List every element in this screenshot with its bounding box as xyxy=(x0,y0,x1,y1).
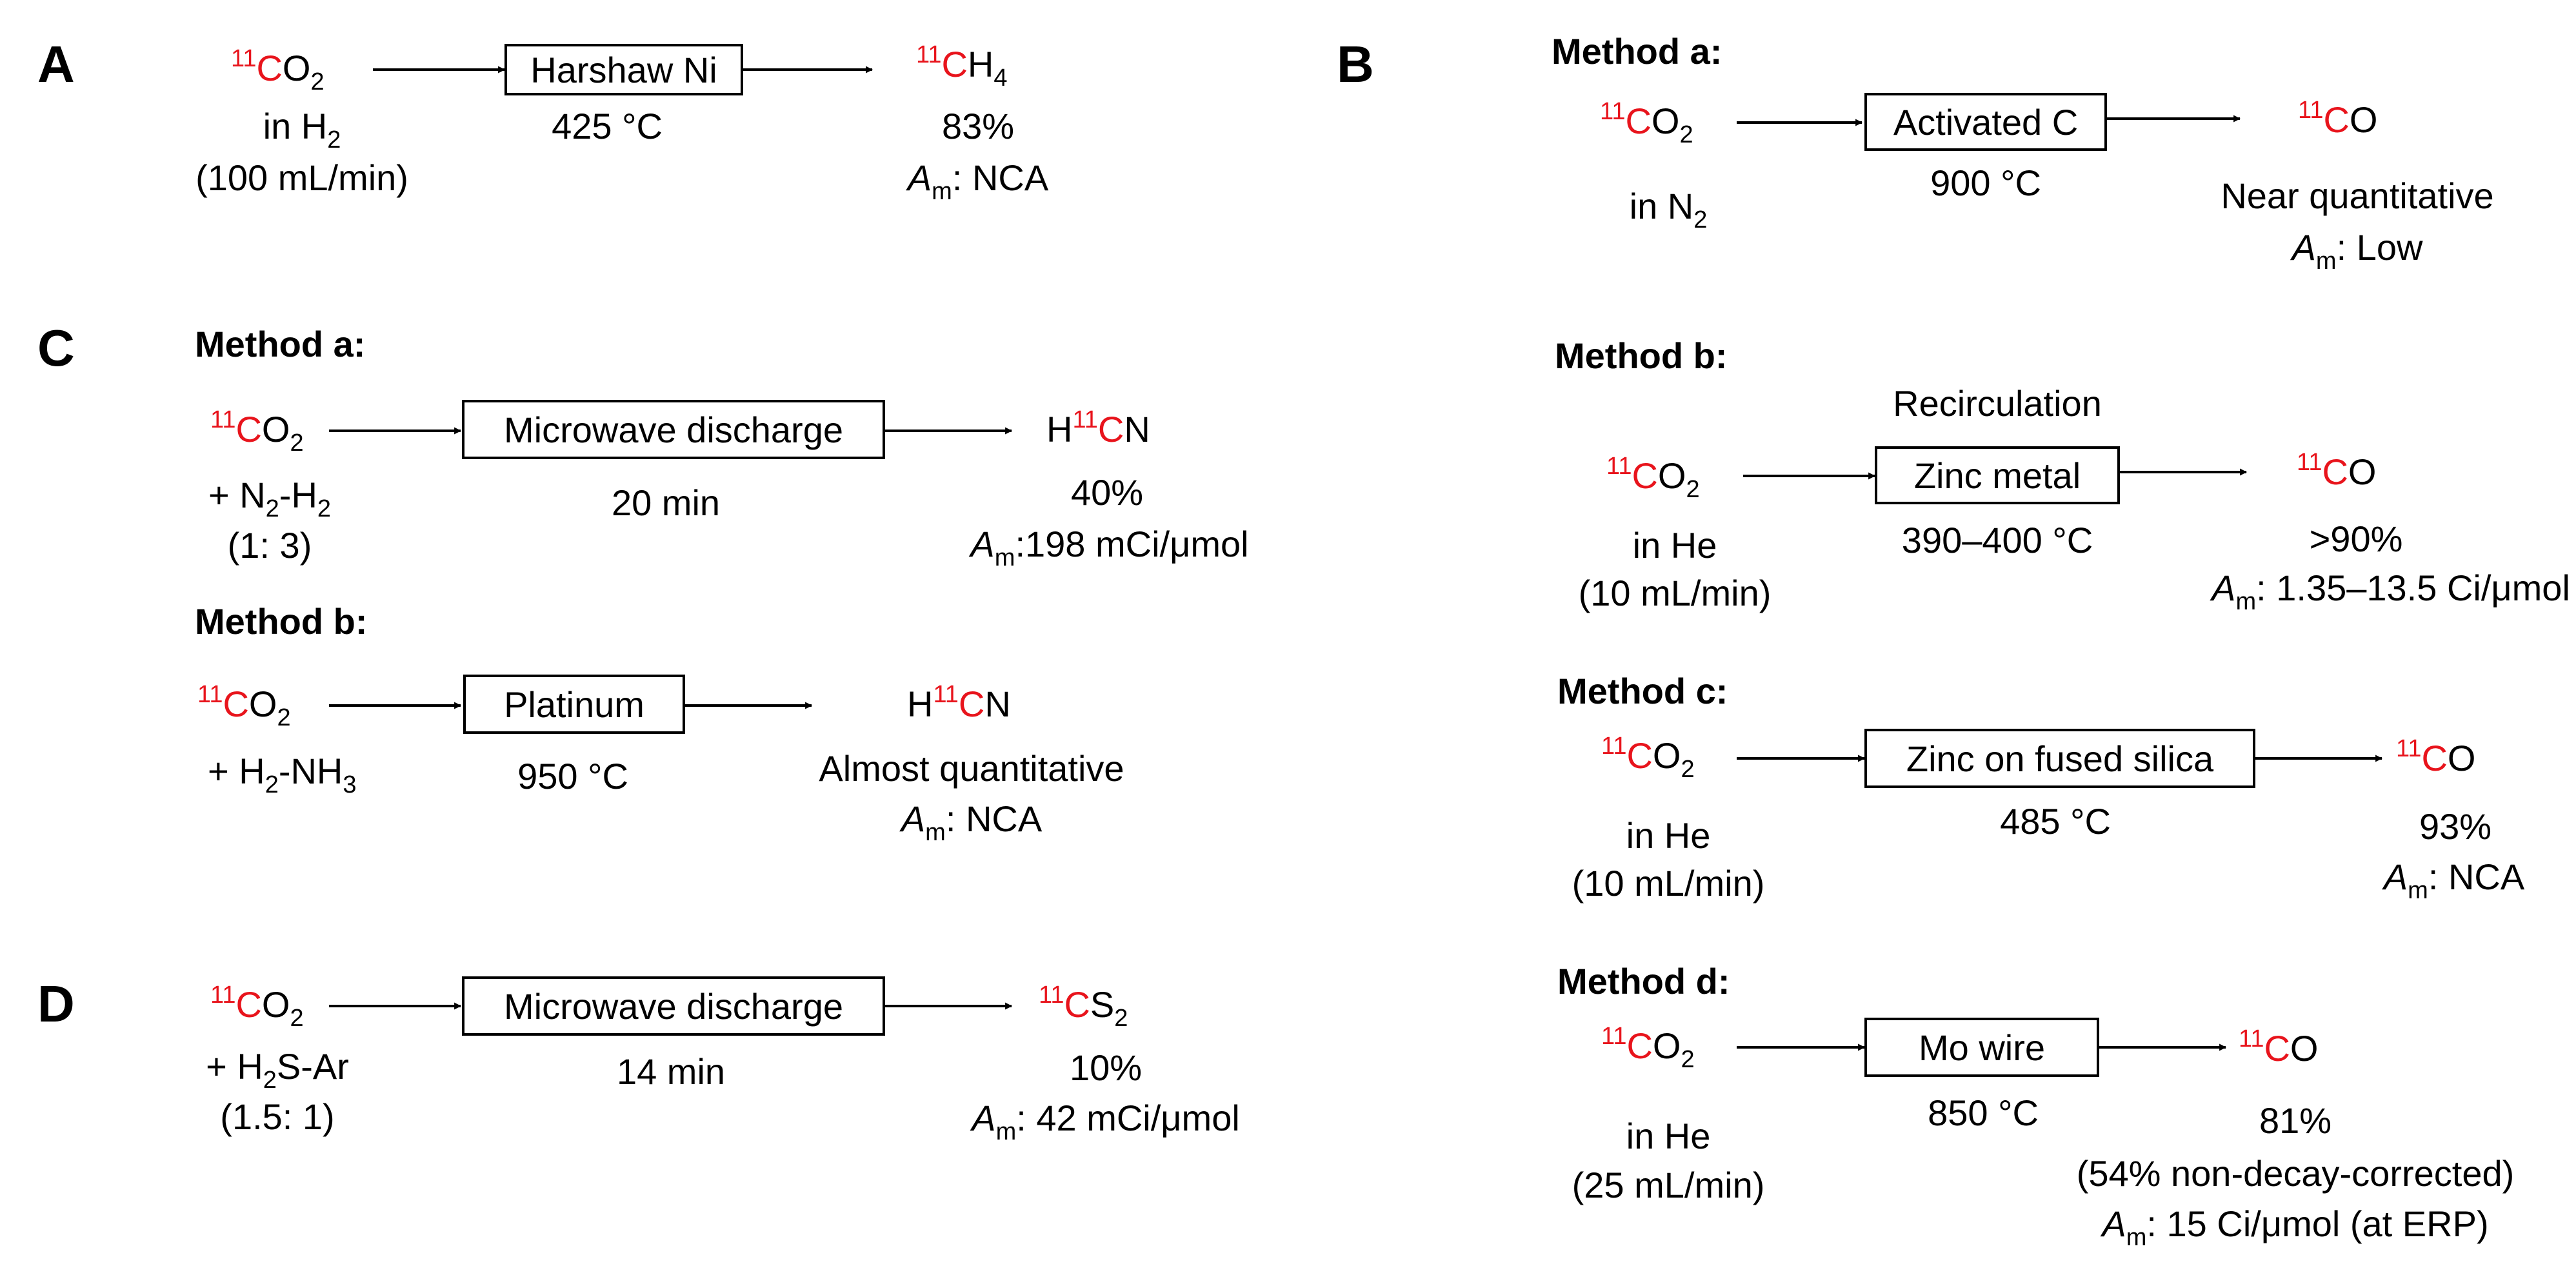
panel-c-method-a-reagent: + N2-H2 xyxy=(208,475,332,522)
panel-b-method-d-molar-activity: Am: 15 Ci/μmol (at ERP) xyxy=(2102,1203,2489,1251)
panel-b-method-b-molar-activity: Am: 1.35–13.5 Ci/μmol xyxy=(2212,568,2570,615)
panel-c-method-b-reagent: + H2-NH3 xyxy=(208,751,357,798)
panel-b-method-c-reagent: in He xyxy=(1626,815,1711,856)
panel-d-molar-activity: Am: 42 mCi/μmol xyxy=(972,1098,1240,1145)
panel-a-molar-activity: Am: NCA xyxy=(907,157,1049,205)
panel-a-flow: (100 mL/min) xyxy=(195,157,408,198)
panel-c-method-a-title: Method a: xyxy=(195,324,366,364)
panel-b-method-a-molar-activity: Am: Low xyxy=(2291,227,2423,275)
panel-b-method-b-reactant: 11CO2 xyxy=(1606,453,1700,503)
panel-d-ratio: (1.5: 1) xyxy=(220,1096,335,1137)
panel-b-method-d-title: Method d: xyxy=(1557,961,1730,1002)
panel-b-method-b-reagent: in He xyxy=(1632,525,1717,566)
panel-b-method-b-flow: (10 mL/min) xyxy=(1578,573,1772,613)
panel-b-method-c-product: 11CO xyxy=(2396,735,2476,778)
panel-b-method-b-box: Zinc metal xyxy=(1875,446,2120,504)
panel-c-method-a-box: Microwave discharge xyxy=(462,400,885,459)
panel-b-method-a-reactant: 11CO2 xyxy=(1600,98,1693,148)
panel-c-method-b-condition: 950 °C xyxy=(517,756,628,796)
panel-b-method-d-reactant: 11CO2 xyxy=(1601,1023,1695,1073)
panel-b-method-a-product: 11CO xyxy=(2298,97,2378,140)
panel-b-method-a-box: Activated C xyxy=(1864,93,2107,151)
panel-c-method-a-product: H11CN xyxy=(1046,406,1150,449)
panel-b-method-b-yield: >90% xyxy=(2309,518,2403,559)
panel-b-method-d-yield: 81% xyxy=(2259,1100,2332,1141)
panel-c-method-a-ratio: (1: 3) xyxy=(227,525,312,566)
panel-b-method-d-reagent: in He xyxy=(1626,1116,1711,1156)
panel-label-d: D xyxy=(37,975,75,1032)
panel-c-method-b-title: Method b: xyxy=(195,601,368,642)
panel-b-method-b-title: Method b: xyxy=(1555,335,1728,376)
panel-b-method-b-product: 11CO xyxy=(2297,449,2377,492)
panel-a-reactant: 11CO2 xyxy=(231,45,324,95)
panel-c-method-a-molar-activity: Am:198 mCi/μmol xyxy=(970,524,1249,571)
panel-c-method-a-condition: 20 min xyxy=(611,482,721,523)
panel-b-method-d-product: 11CO xyxy=(2239,1025,2319,1069)
panel-c-method-b-yield: Almost quantitative xyxy=(819,748,1124,789)
panel-b-method-a-yield: Near quantitative xyxy=(2221,175,2494,216)
panel-b-method-b-condition: 390–400 °C xyxy=(1901,520,2093,560)
panel-b-method-d-condition: 850 °C xyxy=(1928,1092,2039,1133)
panel-d-box: Microwave discharge xyxy=(462,976,885,1036)
panel-d-reactant: 11CO2 xyxy=(210,982,304,1032)
panel-label-b: B xyxy=(1337,35,1374,93)
panel-b-method-d-note: (54% non-decay-corrected) xyxy=(2076,1153,2515,1194)
panel-b-method-d-flow: (25 mL/min) xyxy=(1572,1165,1765,1205)
panel-b-method-a-reagent: in N2 xyxy=(1629,186,1708,233)
panel-a-catalyst-box: Harshaw Ni xyxy=(504,44,743,95)
panel-label-a: A xyxy=(37,35,75,93)
panel-d-reagent: + H2S-Ar xyxy=(206,1046,349,1094)
panel-c-method-b-reactant: 11CO2 xyxy=(197,681,291,731)
panel-b-method-b-recirculation: Recirculation xyxy=(1893,383,2102,424)
panel-b-method-c-box: Zinc on fused silica xyxy=(1864,729,2255,788)
panel-b-method-c-reactant: 11CO2 xyxy=(1601,733,1695,783)
panel-b-method-d-box: Mo wire xyxy=(1864,1018,2099,1077)
panel-c-method-b-molar-activity: Am: NCA xyxy=(901,798,1043,846)
panel-b-method-a-title: Method a: xyxy=(1552,31,1722,72)
panel-c-method-a-reactant: 11CO2 xyxy=(210,406,304,457)
panel-a-product: 11CH4 xyxy=(916,41,1008,92)
panel-b-method-c-title: Method c: xyxy=(1557,671,1728,711)
panel-d-product: 11CS2 xyxy=(1039,982,1128,1032)
panel-c-method-a-yield: 40% xyxy=(1070,472,1144,513)
panel-c-method-b-box: Platinum xyxy=(463,675,685,734)
panel-d-condition: 14 min xyxy=(616,1051,726,1092)
panel-a-reagent: in H2 xyxy=(263,106,341,153)
panel-b-method-c-flow: (10 mL/min) xyxy=(1572,863,1765,904)
panel-a-yield: 83% xyxy=(941,106,1015,146)
panel-b-method-a-condition: 900 °C xyxy=(1930,163,2041,203)
panel-c-method-b-product: H11CN xyxy=(907,681,1011,724)
panel-b-method-c-molar-activity: Am: NCA xyxy=(2383,856,2525,904)
panel-a-condition: 425 °C xyxy=(552,106,663,146)
panel-label-c: C xyxy=(37,319,75,377)
panel-b-method-c-condition: 485 °C xyxy=(2000,801,2111,842)
panel-d-yield: 10% xyxy=(1069,1047,1143,1088)
panel-b-method-c-yield: 93% xyxy=(2419,806,2492,847)
